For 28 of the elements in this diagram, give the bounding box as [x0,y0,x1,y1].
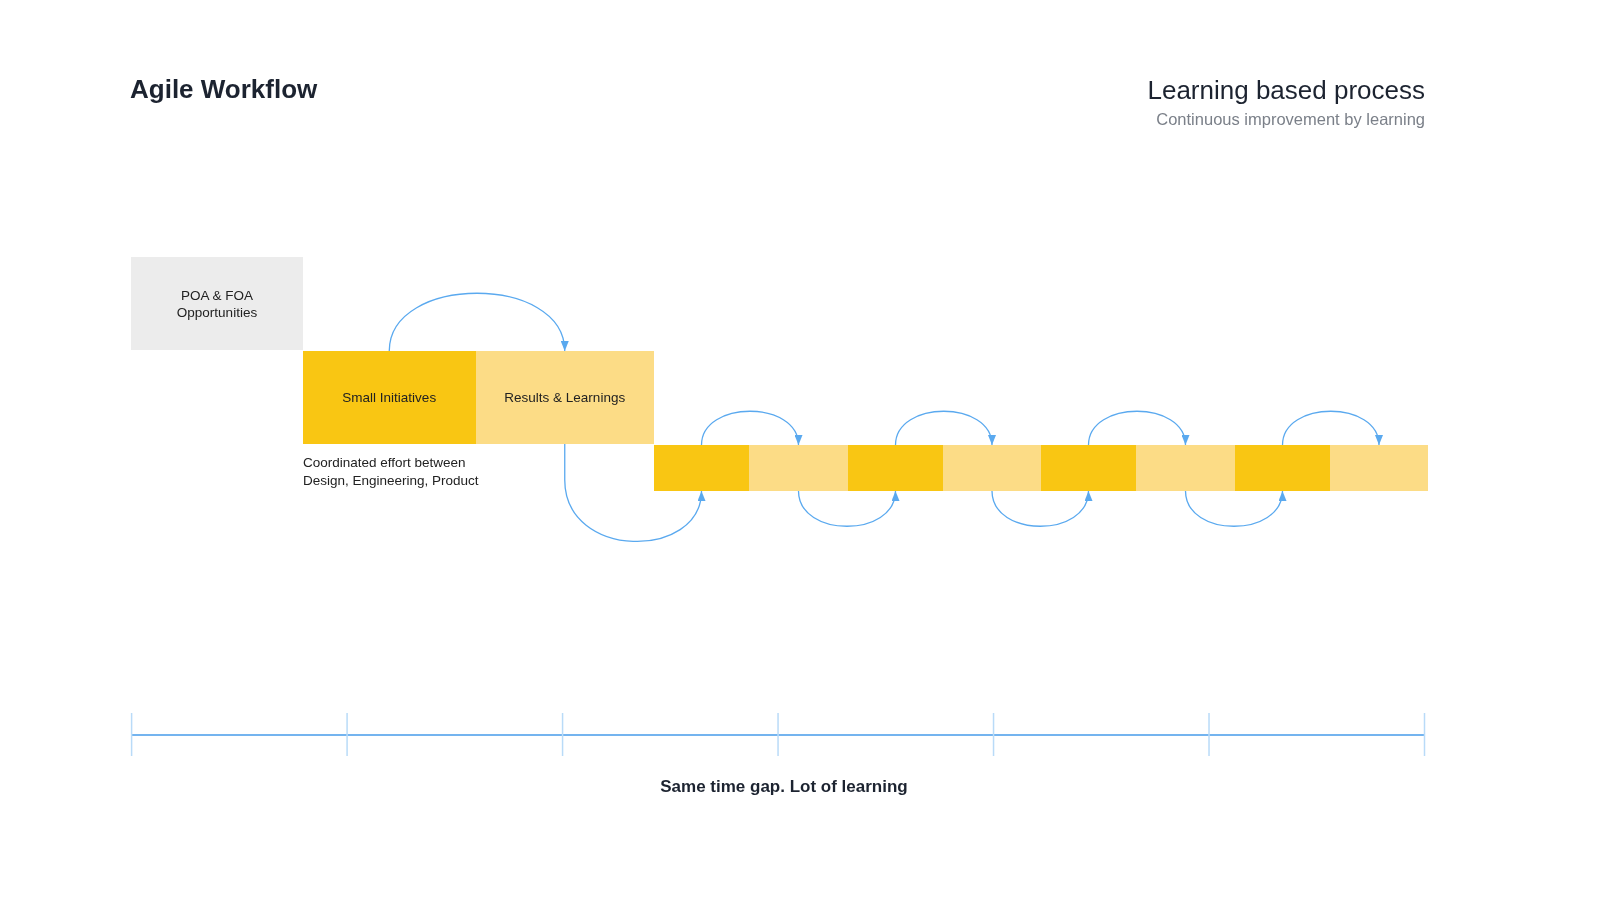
process-block [654,445,749,491]
curved-arrow [1281,410,1382,446]
process-block [848,445,943,491]
process-block [1041,445,1136,491]
process-box [303,351,476,444]
curved-arrow [1087,410,1188,446]
box-label: Results & Learnings [504,389,626,406]
process-box [131,257,303,350]
curved-arrow [991,490,1091,527]
process-block [1235,445,1330,491]
process-box [475,351,654,444]
subtitle-text: Continuous improvement by learning [1156,110,1425,129]
diagram-title: Agile Workflow [130,74,318,105]
timeline-caption: Same time gap. Lot of learning [660,777,908,797]
curved-arrow [388,292,567,352]
box-label: POA & FOA Opportunities [175,286,259,321]
process-block [1330,445,1428,491]
curved-arrow [1184,490,1285,527]
process-block [749,445,848,491]
box-label: Small Initiatives [342,389,437,406]
curved-arrow [564,443,704,543]
curved-arrow [797,490,898,527]
subtitle-heading: Learning based process [1147,75,1425,106]
curved-arrow [700,410,801,446]
node-note: Coordinated effort between Design, Engineering, Product [303,454,480,490]
curved-arrow [894,410,995,446]
process-block [1136,445,1235,491]
process-block [943,445,1041,491]
